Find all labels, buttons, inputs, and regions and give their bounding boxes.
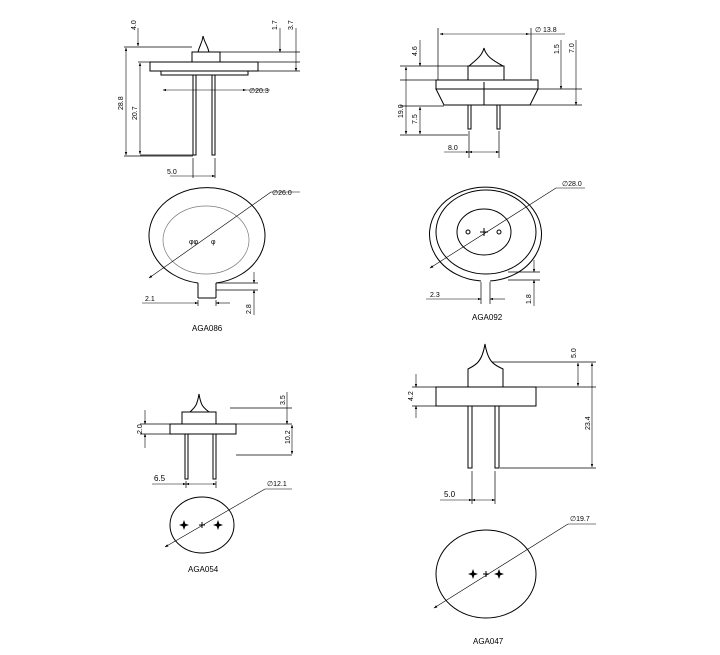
aga047-dim-body: 4.2 [408, 391, 415, 401]
aga054-outline [169, 496, 235, 554]
aga086-tip [197, 35, 210, 53]
aga092-dim-lead: 7.5 [412, 114, 419, 124]
aga086-outline [148, 187, 266, 284]
aga092-outline [429, 186, 542, 282]
aga047-lead-right [494, 405, 500, 469]
aga092-dim-tab-h: 1.8 [526, 294, 533, 304]
aga086-dim-lead: 20.7 [132, 106, 139, 120]
aga086-inner-ring [162, 205, 250, 275]
aga086-lead-left [192, 74, 197, 156]
aga047-dim-tip: 5.0 [571, 348, 578, 358]
aga092-dim-pitch: 8.0 [448, 145, 458, 152]
aga086-can-top [191, 51, 221, 63]
aga054-pin-left [179, 520, 189, 530]
aga047-pin-right [494, 569, 504, 579]
aga047-dim-pitch: 5.0 [444, 490, 456, 499]
aga086-dim-overall: 28.8 [118, 96, 125, 110]
aga086-dim-tab-h: 2.8 [246, 304, 253, 314]
aga092-lead-right [496, 104, 501, 130]
aga092-top-view: ∅28.0 2.3 1.8 [426, 181, 585, 306]
aga086-lead-right [211, 74, 216, 156]
aga092-lead-left [467, 104, 472, 130]
aga047-side-view: 4.2 5.0 23.4 5.0 [408, 343, 596, 504]
aga092-dim-overall: 19.0 [398, 104, 405, 118]
aga092-dim-diameter: ∅28.0 [562, 181, 582, 188]
aga092-can [456, 208, 512, 256]
aga054-side-view: 2.0 3.5 10.2 6.5 [137, 392, 294, 488]
aga054-can-top [181, 411, 217, 425]
aga047-label: AGA047 [473, 637, 504, 646]
aga054-flange [169, 423, 237, 435]
aga092-inner-ring [435, 189, 537, 275]
aga092-tip [468, 47, 504, 67]
aga054-tip [189, 393, 210, 413]
aga092-dim-s2: 7.0 [569, 43, 576, 53]
aga047-top-view: ∅19.7 [433, 516, 596, 619]
aga092-body [435, 88, 539, 106]
aga047-dim-overall: 23.4 [585, 416, 592, 430]
aga086-dim-top2: 1.7 [272, 20, 279, 30]
part-aga086: 28.8 20.7 4.0 1.7 3.7 ∅20.3 5.0 φφ φ ∅26… [118, 20, 300, 333]
svg-text:φ: φ [211, 239, 216, 246]
part-aga092: ∅ 13.8 4.6 19.0 7.5 1.5 7.0 8.0 [398, 27, 585, 322]
aga086-dim-tab-w: 2.1 [145, 296, 155, 303]
svg-text:φφ: φφ [189, 239, 199, 246]
aga047-lead-left [467, 405, 473, 469]
aga092-dim-top-d: ∅ 13.8 [535, 27, 557, 34]
aga086-top-view: φφ φ ∅26.0 2.1 2.8 [142, 187, 300, 315]
aga092-dim-s1: 1.5 [554, 44, 561, 54]
aga086-side-view: 28.8 20.7 4.0 1.7 3.7 ∅20.3 5.0 [118, 20, 300, 178]
aga086-dim-top3: 3.7 [288, 20, 295, 30]
aga047-can-top [467, 343, 504, 387]
aga047-dim-diameter: ∅19.7 [570, 516, 590, 523]
aga086-label: AGA086 [192, 324, 223, 333]
aga092-dim-tab-w: 2.3 [430, 292, 440, 299]
aga054-dim-diameter: ∅12.1 [267, 481, 287, 488]
aga092-flange [435, 79, 539, 90]
aga054-dim-lead: 10.2 [285, 430, 292, 444]
aga086-dim-top1: 4.0 [131, 20, 138, 30]
aga054-pin-right [213, 520, 223, 530]
aga092-label: AGA092 [472, 313, 503, 322]
aga092-dim-tip: 4.6 [412, 46, 419, 56]
aga054-dim-top: 3.5 [280, 395, 287, 405]
aga047-outline [435, 529, 537, 619]
aga092-side-view: ∅ 13.8 4.6 19.0 7.5 1.5 7.0 8.0 [398, 27, 582, 158]
part-aga054: 2.0 3.5 10.2 6.5 ∅12.1 AGA054 [137, 392, 294, 574]
aga086-flange [149, 61, 259, 72]
aga047-body [435, 386, 537, 407]
aga086-dim-pitch: 5.0 [167, 169, 177, 176]
aga054-lead-left [184, 433, 189, 480]
aga054-label: AGA054 [188, 565, 219, 574]
part-aga047: 4.2 5.0 23.4 5.0 ∅19.7 AGA047 [408, 343, 596, 646]
aga047-pin-left [468, 569, 478, 579]
aga086-dim-flange: ∅20.3 [249, 88, 269, 95]
aga054-dim-pitch: 6.5 [154, 474, 166, 483]
aga092-can-top [467, 65, 505, 81]
aga086-base [160, 70, 249, 76]
aga086-dim-diameter: ∅26.0 [272, 190, 292, 197]
aga054-top-view: ∅12.1 [164, 481, 292, 554]
aga054-dim-flange: 2.0 [137, 424, 144, 434]
aga054-lead-right [212, 433, 217, 480]
